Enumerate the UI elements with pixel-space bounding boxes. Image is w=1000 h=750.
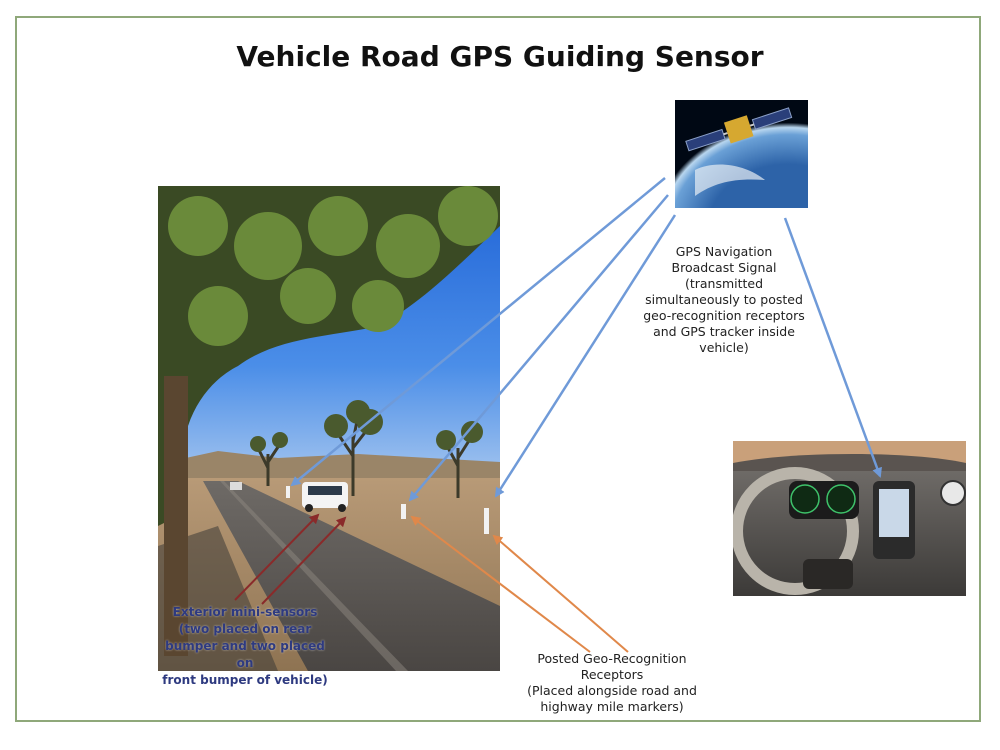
exterior-sensors-line: front bumper of vehicle) [155, 672, 335, 689]
gps-signal-line: simultaneously to posted [640, 292, 808, 308]
gps-signal-label: GPS Navigation Broadcast Signal (transmi… [640, 244, 808, 356]
posted-receptors-line: highway mile markers) [522, 699, 702, 715]
gps-signal-line: Broadcast Signal [640, 260, 808, 276]
exterior-sensors-line: bumper and two placed on [155, 638, 335, 672]
exterior-sensors-line: (two placed on rear [155, 621, 335, 638]
gps-signal-line: (transmitted [640, 276, 808, 292]
receptor-arrow-to-mid-post [412, 517, 590, 652]
gps-signal-line: vehicle) [640, 340, 808, 356]
gps-arrow-to-far-post [292, 178, 665, 485]
posted-receptors-line: (Placed alongside road and [522, 683, 702, 699]
exterior-sensors-label: Exterior mini-sensors (two placed on rea… [155, 604, 335, 689]
gps-signal-line: GPS Navigation [640, 244, 808, 260]
posted-receptors-line: Posted Geo-Recognition [522, 651, 702, 667]
posted-receptors-label: Posted Geo-Recognition Receptors (Placed… [522, 651, 702, 715]
gps-signal-line: geo-recognition receptors [640, 308, 808, 324]
gps-arrow-to-mid-post [410, 195, 668, 500]
gps-signal-line: and GPS tracker inside [640, 324, 808, 340]
posted-receptors-line: Receptors [522, 667, 702, 683]
exterior-sensors-line: Exterior mini-sensors [155, 604, 335, 621]
